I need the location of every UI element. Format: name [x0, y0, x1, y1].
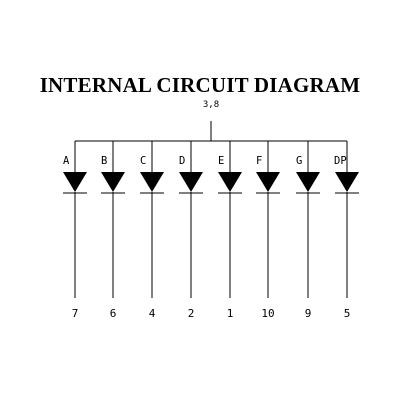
diode-column-f: F 10 — [256, 141, 280, 320]
diode-column-c: C4 — [140, 141, 164, 320]
segment-label: F — [256, 155, 262, 167]
pin-number: 6 — [110, 307, 117, 320]
segment-label: G — [296, 155, 302, 167]
segment-label: DP — [334, 155, 347, 167]
diode-column-dp: DP 5 — [334, 141, 359, 320]
diode-icon — [140, 172, 164, 192]
pin-number: 2 — [188, 307, 195, 320]
diode-column-b: B6 — [101, 141, 125, 320]
diode-column-e: E1 — [218, 141, 242, 320]
diode-icon — [63, 172, 87, 192]
pin-number: 4 — [149, 307, 156, 320]
diode-icon — [218, 172, 242, 192]
diode-column-d: D2 — [179, 141, 203, 320]
diode-icon — [101, 172, 125, 192]
segment-label: C — [140, 155, 146, 167]
pin-number: 1 — [227, 307, 234, 320]
diode-column-a: A7 — [63, 141, 87, 320]
pin-number: 9 — [305, 307, 312, 320]
common-pin-label: 3,8 — [203, 100, 219, 110]
diode-icon — [335, 172, 359, 192]
segment-label: E — [218, 155, 224, 167]
segment-label: A — [63, 155, 70, 167]
diagram-title: INTERNAL CIRCUIT DIAGRAM — [39, 73, 361, 97]
segment-label: B — [101, 155, 107, 167]
diode-column-g: G9 — [296, 141, 320, 320]
diode-icon — [296, 172, 320, 192]
segment-label: D — [179, 155, 185, 167]
pin-number: 10 — [261, 307, 274, 320]
pin-number: 5 — [344, 307, 351, 320]
diode-icon — [256, 172, 280, 192]
pin-number: 7 — [72, 307, 79, 320]
diode-icon — [179, 172, 203, 192]
